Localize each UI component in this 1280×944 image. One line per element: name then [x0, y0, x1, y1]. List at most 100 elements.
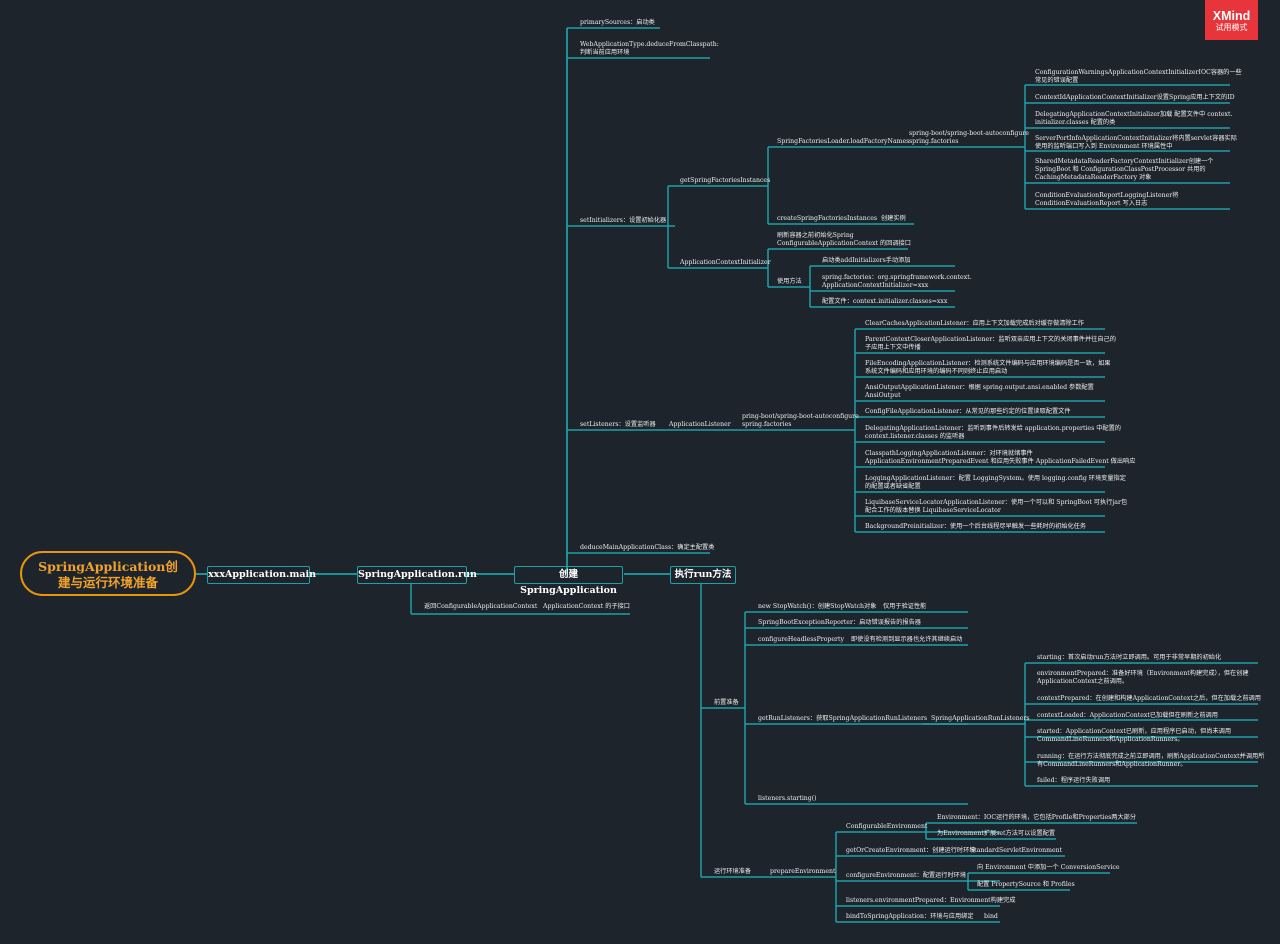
listener-item[interactable]: ConfigFileApplicationListener：从常见的那些约定的位…	[865, 408, 1071, 416]
initializer-item-line: SpringBoot 和 ConfigurationClassPostProce…	[1035, 166, 1206, 174]
listener-item-line: ClasspathLoggingApplicationListener：对环境就…	[865, 450, 1033, 457]
node-headless-desc[interactable]: 即使没有检测到显示器也允许其继续启动	[851, 636, 963, 643]
listener-item[interactable]: AnsiOutputApplicationListener：根据 spring.…	[865, 384, 1094, 400]
run-listener-event[interactable]: started：ApplicationContext已刷新，应用程序已启动，但尚…	[1037, 728, 1231, 744]
run-listener-event-line: environmentPrepared：准备好环境（Environment构建完…	[1037, 670, 1249, 677]
node-stopwatch[interactable]: new StopWatch()：创建StopWatch对象	[758, 603, 877, 610]
node-create-instance[interactable]: 创建实例	[881, 215, 906, 222]
listener-item[interactable]: ClearCachesApplicationListener：应用上下文加载完成…	[865, 320, 1084, 328]
initializer-item[interactable]: ConditionEvaluationReportLoggingListener…	[1035, 192, 1178, 208]
run-return-type[interactable]: 返回ConfigurableApplicationContext	[424, 603, 538, 610]
node-set-initializers[interactable]: setInitializers：设置初始化器	[580, 217, 667, 224]
run-listener-event[interactable]: contextLoaded：ApplicationContext已加载但在刷新之…	[1037, 712, 1218, 720]
node-environment-desc[interactable]: Environment：IOC运行的环境，它包括Profile和Properti…	[937, 814, 1137, 821]
node-prepare-environment[interactable]: prepareEnvironment	[770, 868, 836, 875]
node-application-listener[interactable]: ApplicationListener	[669, 421, 731, 428]
initializer-item[interactable]: SharedMetadataReaderFactoryContextInitia…	[1035, 158, 1214, 183]
node-set-listeners[interactable]: setListeners：设置监听器	[580, 421, 656, 428]
node-exception-reporter[interactable]: SpringBootExceptionReporter：启动错误报告的报告器	[758, 619, 921, 626]
listener-item-line: 的配置或者缺省配置	[865, 483, 921, 491]
listener-item[interactable]: ClasspathLoggingApplicationListener：对环境就…	[865, 450, 1135, 466]
node-factories-source[interactable]: spring-boot/spring-boot-autoconfigure sp…	[909, 130, 1029, 146]
usage-item[interactable]: 配置文件：context.initializer.classes=xxx	[822, 298, 947, 306]
listener-item-line: ApplicationEnvironmentPreparedEvent 和应用失…	[865, 458, 1136, 466]
node-web-application-type[interactable]: WebApplicationType.deduceFromClasspath: …	[580, 41, 719, 57]
web-type-line2: 判断当前应用环境	[580, 49, 630, 57]
initializer-item[interactable]: DelegatingApplicationContextInitializer加…	[1035, 111, 1232, 127]
usage-item[interactable]: spring.factories：org.springframework.con…	[822, 274, 972, 290]
listener-item-line: DelegatingApplicationListener：监听到事件后转发给 …	[865, 425, 1121, 432]
listener-item[interactable]: BackgroundPreinitializer：使用一个后台线程尽早触发一些耗…	[865, 523, 1086, 531]
listener-item-line: FileEncodingApplicationListener：检测系统文件编码…	[865, 360, 1111, 367]
initializer-item-line: ContextIdApplicationContextInitializer设置…	[1035, 94, 1235, 101]
run-listener-event-line: starting：首次启动run方法时立即调用。可用于非常早期的初始化	[1037, 654, 1222, 661]
listener-item-line: 配合工作的版本替换 LiquibaseServiceLocator	[865, 507, 1001, 515]
run-listener-event[interactable]: environmentPrepared：准备好环境（Environment构建完…	[1037, 670, 1249, 686]
node-standard-servlet-environment[interactable]: StandardServletEnvironment	[970, 847, 1063, 854]
initializer-item[interactable]: ServerPortInfoApplicationContextInitiali…	[1035, 135, 1237, 151]
initializer-item-line: CachingMetadataReaderFactory 对象	[1035, 174, 1152, 182]
listener-item[interactable]: LoggingApplicationListener：配置 LoggingSys…	[865, 475, 1126, 491]
node-deduce-main-class[interactable]: deduceMainApplicationClass：确定主配置类	[580, 544, 715, 551]
initializer-item-line: 常见的错误配置	[1035, 77, 1079, 85]
listener-source-line1: pring-boot/spring-boot-autoconfigure	[742, 413, 859, 420]
node-get-or-create-environment[interactable]: getOrCreateEnvironment：创建运行时环境	[846, 847, 976, 854]
listener-item[interactable]: LiquibaseServiceLocatorApplicationListen…	[865, 499, 1127, 515]
node-configurable-environment[interactable]: ConfigurableEnvironment	[846, 823, 928, 830]
node-bind[interactable]: bind	[984, 913, 998, 920]
listener-item-line: context.listener.classes 的监听器	[865, 433, 965, 441]
run-listener-event-line: ApplicationContext之前调用。	[1037, 678, 1129, 686]
run-listener-event[interactable]: contextPrepared：在创建和构建ApplicationContext…	[1037, 695, 1261, 703]
topic-execute-run[interactable]: 执行run方法	[670, 566, 736, 584]
node-environment-prepared[interactable]: listeners.environmentPrepared：Environmen…	[846, 897, 1016, 904]
listener-item-line: LiquibaseServiceLocatorApplicationListen…	[865, 499, 1128, 506]
usage-item-line: spring.factories：org.springframework.con…	[822, 274, 972, 281]
usage-item[interactable]: 启动类addInitializers手动添加	[822, 257, 911, 265]
listener-item-line: 子应用上下文中传播	[865, 344, 921, 352]
listener-item-line: ParentContextCloserApplicationListener：监…	[865, 336, 1116, 343]
topic-create-spring-application[interactable]: 创建SpringApplication	[514, 566, 623, 596]
xmind-trial-badge: XMind 试用模式	[1205, 0, 1258, 40]
run-listener-event[interactable]: running：在运行方法彻底完成之前立即调用，刷新ApplicationCon…	[1037, 753, 1264, 769]
node-spring-factories-loader[interactable]: SpringFactoriesLoader.loadFactoryNames	[777, 138, 910, 145]
node-run-listeners[interactable]: SpringApplicationRunListeners	[931, 715, 1030, 722]
listener-item-line: BackgroundPreinitializer：使用一个后台线程尽早触发一些耗…	[865, 523, 1087, 530]
node-bind-to-application[interactable]: bindToSpringApplication：环境与应用绑定	[846, 913, 974, 920]
topic-main-method[interactable]: xxxApplication.main	[207, 566, 316, 584]
initializer-item[interactable]: ConfigurationWarningsApplicationContextI…	[1035, 69, 1242, 85]
node-create-spring-factories-instances[interactable]: createSpringFactoriesInstances	[777, 215, 878, 222]
node-application-context-initializer[interactable]: ApplicationContextInitializer	[680, 259, 771, 266]
node-stopwatch-desc[interactable]: 仅用于验证性能	[883, 603, 927, 610]
initializer-item-line: 使用的监听端口写入到 Environment 环境属性中	[1035, 143, 1173, 151]
node-aci-description[interactable]: 刷新容器之前初始化Spring ConfigurableApplicationC…	[777, 232, 911, 248]
run-listener-event[interactable]: starting：首次启动run方法时立即调用。可用于非常早期的初始化	[1037, 654, 1221, 662]
run-return-desc[interactable]: ApplicationContext 的子接口	[543, 603, 630, 610]
initializer-item[interactable]: ContextIdApplicationContextInitializer设置…	[1035, 94, 1235, 102]
listener-item[interactable]: ParentContextCloserApplicationListener：监…	[865, 336, 1116, 352]
node-listener-source[interactable]: pring-boot/spring-boot-autoconfigure spr…	[742, 413, 859, 429]
node-environment-set-desc[interactable]: 为Environment扩展set方法可以设置配置	[937, 830, 1056, 837]
listener-item[interactable]: DelegatingApplicationListener：监听到事件后转发给 …	[865, 425, 1121, 441]
run-listener-event-line: failed：程序运行失败调用	[1037, 777, 1111, 784]
run-listener-event[interactable]: failed：程序运行失败调用	[1037, 777, 1110, 785]
topic-spring-application-run[interactable]: SpringApplication.run	[357, 566, 477, 584]
node-get-run-listeners[interactable]: getRunListeners：获取SpringApplicationRunLi…	[758, 715, 928, 722]
run-listener-event-line: contextLoaded：ApplicationContext已加载但在刷新之…	[1037, 712, 1218, 719]
node-listeners-starting[interactable]: listeners.starting()	[758, 795, 817, 802]
node-configure-environment[interactable]: configureEnvironment：配置运行时环境	[846, 872, 967, 879]
initializer-item-line: initializer.classes 配置的类	[1035, 119, 1116, 127]
root-topic[interactable]: SpringApplication创 建与运行环境准备	[20, 551, 196, 596]
node-configure-property-source[interactable]: 配置 PropertySource 和 Profiles	[977, 881, 1075, 888]
initializer-item-line: ConfigurationWarningsApplicationContextI…	[1035, 69, 1242, 76]
node-primary-sources[interactable]: primarySources：启动类	[580, 19, 655, 26]
node-get-spring-factories-instances[interactable]: getSpringFactoriesInstances	[680, 177, 771, 184]
usage-item-line: 启动类addInitializers手动添加	[822, 257, 911, 264]
node-usage[interactable]: 使用方法	[777, 278, 802, 285]
listener-item[interactable]: FileEncodingApplicationListener：检测系统文件编码…	[865, 360, 1111, 376]
node-add-conversion-service[interactable]: 向 Environment 中添加一个 ConversionService	[977, 864, 1120, 871]
node-environment-preparation[interactable]: 运行环境准备	[714, 868, 752, 875]
node-headless-property[interactable]: configureHeadlessProperty	[758, 636, 844, 643]
node-pre-preparation[interactable]: 前置准备	[714, 699, 739, 706]
factories-source-line2: spring.factories	[909, 138, 959, 146]
root-title-line1: SpringApplication创	[38, 559, 178, 574]
